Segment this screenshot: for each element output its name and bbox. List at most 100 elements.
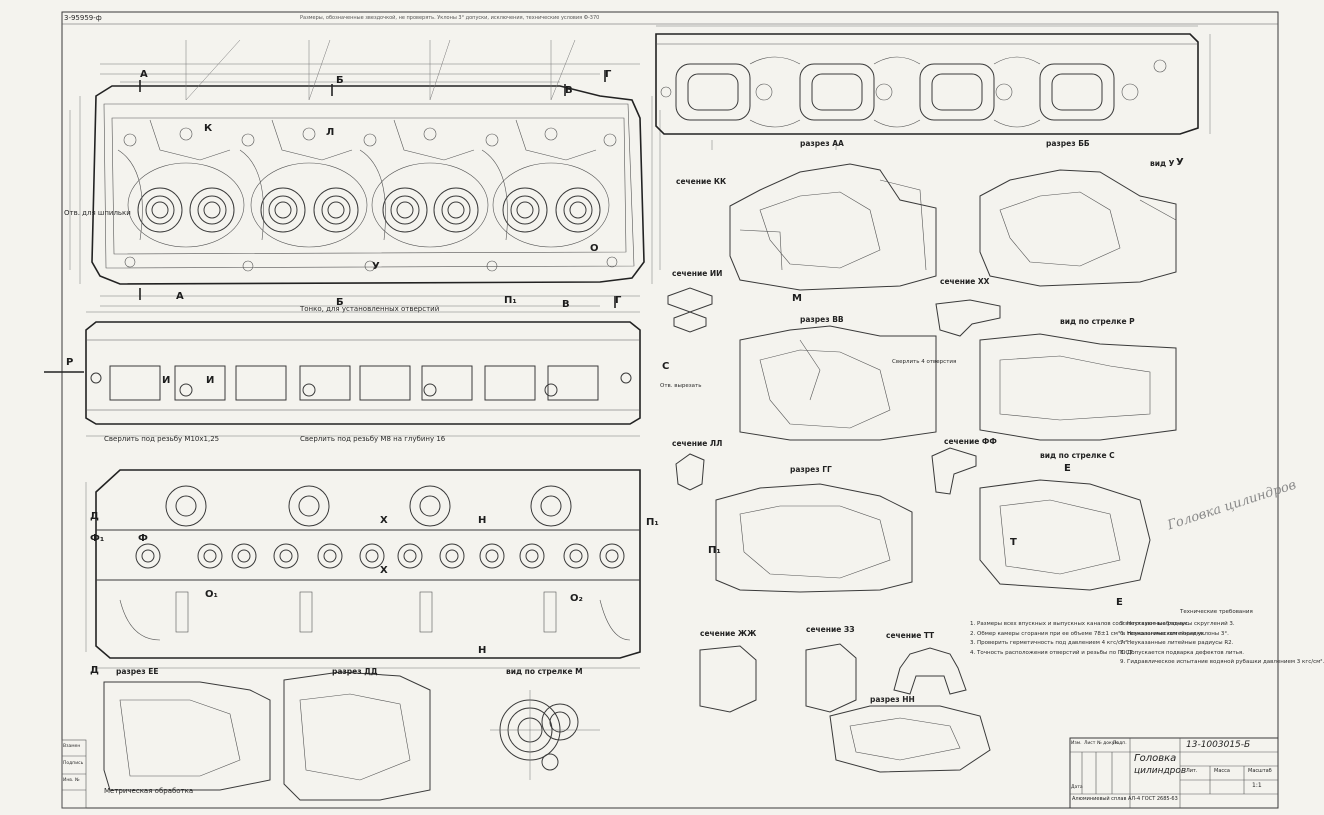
tb-row-list: Лист [1084,741,1096,746]
label-section-vv: разрез ВВ [800,315,844,324]
plan-note-tonko: Тонко, для установленных отверстий [300,305,440,313]
note-7: 7. Неуказанные литейные радиусы R2. [1120,640,1234,646]
label-section-gg: разрез ГГ [790,465,832,474]
section-ii [667,287,713,333]
cut-letter-e-bottom: Е [1116,597,1123,608]
cut-letter-n-bottom: Н [478,645,487,656]
drawing-number-top-left: 3-95959-ф [64,14,102,22]
section-aa [729,163,937,291]
note-4: 4. Точность расположения отверстий и рез… [970,649,1135,656]
cut-letter-d-bottom: Д [90,665,99,676]
label-section-kk: сечение КК [676,177,727,186]
label-view-s: вид по стрелке С [1040,451,1115,460]
drawing-sheet: 3-95959-ф Размеры, обозначенные звездочк… [44,11,1324,809]
cut-letter-x-top: Х [380,515,388,526]
cut-letter-u: У [372,261,380,272]
side-view-top-right [655,25,1211,150]
machining-note: Метрическая обработка [104,787,194,795]
technical-notes: 1. Размеры всех впускных и выпускных кан… [970,621,1270,660]
view-m [490,690,600,780]
section-nn [829,705,991,773]
section-zhzh [699,645,757,713]
cut-letter-t: Т [1010,537,1017,548]
stamp-inv: Инв. № [63,778,80,783]
drawing-linework [44,11,1279,809]
label-section-nn: разрез НН [870,695,915,704]
cut-letter-g-top: Г [605,69,612,80]
label-section-ll: сечение ЛЛ [672,439,723,448]
note-drill-4: Сверлить 4 отверстия [892,359,957,365]
cut-letter-v-top: В [565,85,573,96]
cut-letter-b-bottom: Б [336,297,344,308]
tb-row-izm: Изм. [1071,741,1082,746]
label-section-dd: разрез ДД [332,667,378,676]
label-section-aa: разрез АА [800,139,844,148]
cut-letter-a-top: А [140,69,148,80]
technical-notes-right: 5. Неуказанные радиусы скруглений 3. 6. … [1120,621,1324,670]
tb-material: Алюминиевый сплав АЛ-4 ГОСТ 2685-63 [1072,796,1178,802]
note-8: 8. Допускается подварка дефектов литья. [1120,649,1244,656]
note-6: 6. Неуказанные литейные уклоны 3°. [1120,630,1229,637]
cut-letter-i-right: И [206,375,215,386]
tb-row-doc: № докум. [1097,741,1120,746]
cut-letter-o1: О₁ [205,589,218,600]
cut-letter-f1: Ф₁ [90,533,105,544]
cut-letter-o: О [590,243,599,254]
bottom-view [85,469,641,669]
cut-letter-b-top: Б [336,75,344,86]
tb-col-lit: Лит. [1186,768,1198,774]
section-zz [805,643,857,713]
note-cut-opening: Отв. вырезать [660,383,702,389]
note-5: 5. Неуказанные радиусы скруглений 3. [1120,621,1235,627]
label-section-zhzh: сечение ЖЖ [700,629,757,638]
cut-letter-v-bottom: В [562,299,570,310]
label-section-tt: сечение ТТ [886,631,935,640]
notes-heading: Технические требования [1180,609,1253,615]
cut-letter-p1-gg: П₁ [708,545,721,556]
view-s [979,479,1151,591]
note-9: 9. Гидравлическое испытание водяной руба… [1120,659,1324,665]
tb-row-date: Дата [1071,785,1083,790]
label-section-zz: сечение ЗЗ [806,625,855,634]
cut-letter-f: Ф [138,533,148,544]
side-stamp [61,739,87,809]
note-2: 2. Обмер камеры сгорания при ее объеме 7… [970,630,1206,637]
cut-letter-o2: О₂ [570,593,583,604]
section-tt [893,647,967,695]
label-section-ii: сечение ИИ [672,269,723,278]
intake-note-thread: Сверлить под резьбу М10х1,25 [104,435,220,443]
tb-scale: 1:1 [1252,782,1262,789]
section-ff [931,447,977,495]
label-view-m: вид по стрелке М [506,667,583,676]
section-bb [979,169,1177,287]
label-view-r: вид по стрелке Р [1060,317,1135,326]
intake-note-thread-m8: Сверлить под резьбу М8 на глубину 16 [300,435,446,443]
stamp-vzamen: Взамен [63,744,81,749]
section-ll [675,453,705,491]
title-line-2: цилиндров [1134,766,1187,776]
cut-letter-p1-right: П₁ [646,517,659,528]
section-dd [283,671,431,801]
cut-letter-e-top: Е [1064,463,1071,474]
section-ee [103,681,271,791]
section-xx [935,299,1001,337]
view-letter-u: У [1176,157,1184,168]
view-r [979,333,1177,441]
stamp-podpis: Подпись [63,761,84,766]
view-letter-m: М [792,293,802,304]
cut-letter-g-bottom: Г [615,295,622,306]
label-section-xx: сечение ХХ [940,277,990,286]
plan-note-stud: Отв. для шпильки [64,209,131,217]
tb-row-sign: Подп. [1113,741,1127,746]
label-section-bb-upper: разрез ББ [1046,139,1090,148]
plan-view-top [69,39,661,308]
side-view-intake [44,311,641,437]
label-section-ff: сечение ФФ [944,437,997,446]
sheet-border [61,11,1279,809]
cut-letter-k: К [204,123,213,134]
cut-letter-d-top: Д [90,511,99,522]
cut-letter-n-top: Н [478,515,487,526]
section-gg [715,483,913,593]
tb-col-mass: Масса [1214,768,1230,774]
cut-letter-p1: П₁ [504,295,517,306]
